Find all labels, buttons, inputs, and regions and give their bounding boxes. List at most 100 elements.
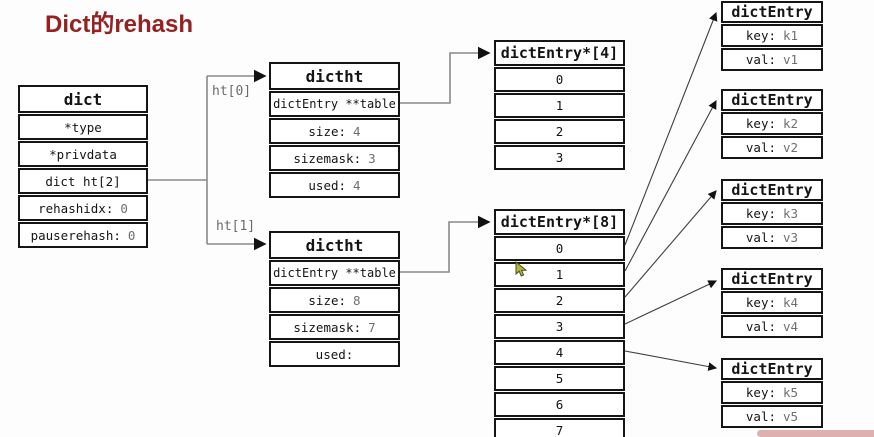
dictht1-struct-box: dictht dictEntry **table size: 8 sizemask… bbox=[269, 231, 400, 367]
array4-box: dictEntry*[4] 0 1 2 3 bbox=[494, 40, 625, 170]
entry-key-row: key: k5 bbox=[721, 381, 823, 404]
field-label: key: bbox=[745, 206, 777, 221]
field-label: size: bbox=[308, 292, 347, 308]
entry-box-k2: dictEntry key: k2 val: v2 bbox=[721, 89, 823, 159]
field-value: v1 bbox=[783, 52, 799, 67]
wire-slot3-to-entry-k4 bbox=[624, 280, 717, 325]
array4-slot-3: 3 bbox=[494, 145, 625, 170]
entry-box-k4: dictEntry key: k4 val: v4 bbox=[721, 268, 823, 338]
entry-key-row: key: k1 bbox=[721, 24, 823, 47]
field-label: sizemask: bbox=[293, 319, 362, 335]
dictht0-header: dictht bbox=[269, 62, 400, 90]
field-label: key: bbox=[745, 28, 777, 43]
field-value: k5 bbox=[783, 385, 799, 400]
wire-slot4-to-entry-k5 bbox=[624, 350, 718, 371]
dictht0-row-used: used: 4 bbox=[269, 172, 400, 198]
dict-row-privdata: *privdata bbox=[18, 141, 148, 167]
field-value: k4 bbox=[783, 295, 799, 310]
wire-table1-to-array8 bbox=[400, 215, 491, 273]
wire-table0-to-array4 bbox=[400, 46, 491, 104]
array8-slot-7: 7 bbox=[494, 418, 625, 437]
field-label: key: bbox=[745, 385, 777, 400]
entry-box-k5: dictEntry key: k5 val: v5 bbox=[721, 358, 823, 428]
dictht1-row-size: size: 8 bbox=[269, 287, 400, 313]
array4-header: dictEntry*[4] bbox=[494, 40, 625, 66]
field-value: v2 bbox=[783, 140, 799, 155]
array8-slot-3: 3 bbox=[494, 314, 625, 339]
entry-val-row: val: v4 bbox=[721, 315, 823, 338]
array8-slot-1: 1 bbox=[494, 262, 625, 287]
field-value: 4 bbox=[353, 177, 361, 193]
field-value: 3 bbox=[368, 150, 376, 166]
field-value: k2 bbox=[783, 116, 799, 131]
entry-header: dictEntry bbox=[721, 179, 823, 201]
dict-row-rehashidx: rehashidx: 0 bbox=[18, 195, 148, 221]
field-label: val: bbox=[745, 140, 777, 155]
field-value: 0 bbox=[120, 200, 128, 216]
field-label: key: bbox=[745, 295, 777, 310]
dictht0-struct-box: dictht dictEntry **table size: 4 sizemask… bbox=[269, 62, 400, 198]
field-label: val: bbox=[745, 230, 777, 245]
dictht1-row-table: dictEntry **table bbox=[269, 260, 400, 286]
field-label: sizemask: bbox=[293, 150, 362, 166]
field-value: 0 bbox=[127, 227, 136, 243]
field-value: 7 bbox=[368, 319, 376, 335]
entry-key-row: key: k3 bbox=[721, 202, 823, 225]
entry-key-row: key: k2 bbox=[721, 112, 823, 135]
array8-slot-0: 0 bbox=[494, 236, 625, 261]
field-value: k3 bbox=[783, 206, 799, 221]
entry-val-row: val:v1 bbox=[721, 48, 823, 71]
dict-row-pauserehash: pauserehash: 0 bbox=[18, 222, 148, 248]
ht1-label: ht[1] bbox=[216, 219, 256, 234]
field-value: v4 bbox=[783, 319, 799, 334]
field-value: v5 bbox=[783, 409, 799, 424]
array8-header: dictEntry*[8] bbox=[494, 209, 625, 235]
array4-slot-2: 2 bbox=[494, 119, 625, 144]
dict-struct-box: dict *type *privdata dict ht[2] rehashid… bbox=[18, 85, 148, 248]
array8-slot-5: 5 bbox=[494, 366, 625, 391]
dictht1-header: dictht bbox=[269, 231, 400, 259]
dict-row-ht: dict ht[2] bbox=[18, 168, 148, 194]
mouse-cursor-icon bbox=[515, 260, 528, 278]
bottom-right-bar bbox=[757, 430, 874, 437]
array8-slot-6: 6 bbox=[494, 392, 625, 417]
dictht0-row-sizemask: sizemask: 3 bbox=[269, 145, 400, 171]
entry-val-row: val: v3 bbox=[721, 226, 823, 249]
field-label: dict ht[2] bbox=[45, 173, 121, 189]
array4-slot-0: 0 bbox=[494, 67, 625, 92]
wire-slot0-to-entry-k1 bbox=[624, 11, 718, 246]
field-label: used: bbox=[308, 177, 347, 193]
dictht0-row-size: size: 4 bbox=[269, 118, 400, 144]
field-value: 4 bbox=[353, 123, 361, 139]
entry-header: dictEntry bbox=[721, 1, 823, 23]
page-title: Dict的rehash bbox=[45, 11, 194, 38]
dict-header: dict bbox=[18, 85, 148, 113]
entry-header: dictEntry bbox=[721, 358, 823, 380]
field-label: dictEntry **table bbox=[273, 97, 396, 111]
entry-header: dictEntry bbox=[721, 268, 823, 290]
field-value: k1 bbox=[783, 28, 799, 43]
wire-slot1-to-entry-k2 bbox=[624, 100, 717, 272]
array8-slot-2: 2 bbox=[494, 288, 625, 313]
entry-val-row: val: v5 bbox=[721, 405, 823, 428]
field-value: v3 bbox=[783, 230, 799, 245]
entry-key-row: key: k4 bbox=[721, 291, 823, 314]
dict-row-type: *type bbox=[18, 114, 148, 140]
field-label: used: bbox=[315, 346, 354, 362]
field-label: key: bbox=[745, 116, 777, 131]
entry-box-k1: dictEntry key: k1 val:v1 bbox=[721, 1, 823, 71]
dictht1-row-sizemask: sizemask: 7 bbox=[269, 314, 400, 340]
field-value: 8 bbox=[353, 292, 361, 308]
dictht0-row-table: dictEntry **table bbox=[269, 91, 400, 117]
field-label: dictEntry **table bbox=[273, 266, 396, 280]
entry-header: dictEntry bbox=[721, 89, 823, 111]
field-label: val: bbox=[745, 319, 777, 334]
field-label: rehashidx: bbox=[38, 200, 114, 216]
array8-slot-4: 4 bbox=[494, 340, 625, 365]
field-label: val: bbox=[745, 409, 777, 424]
field-label: *privdata bbox=[49, 146, 117, 162]
field-label: size: bbox=[308, 123, 347, 139]
field-label: pauserehash: bbox=[30, 227, 121, 243]
array4-slot-1: 1 bbox=[494, 93, 625, 118]
